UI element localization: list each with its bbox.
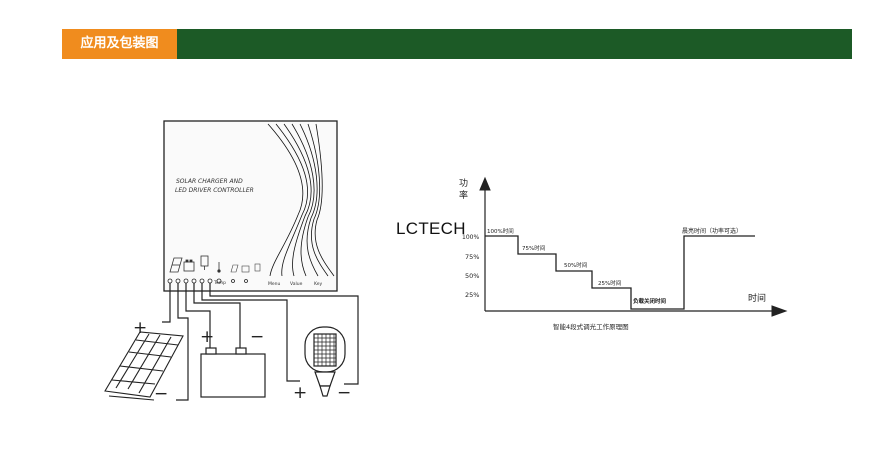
key-label: Key xyxy=(314,281,322,287)
header-bar xyxy=(62,29,852,59)
step-label-morning: 晨亮时间（功率可选） xyxy=(682,227,742,235)
controller-title-line1: SOLAR CHARGER AND xyxy=(176,178,243,185)
step-label-100: 100%时间 xyxy=(487,227,514,235)
lamp-plus-label: + xyxy=(293,383,307,403)
controller-box xyxy=(163,120,338,292)
y-tick-75: 75% xyxy=(465,253,479,261)
chart-caption: 智能4段式调光工作原理图 xyxy=(553,322,629,331)
lamp-icon xyxy=(200,255,209,270)
solar-panel-icon xyxy=(169,257,183,273)
led-lamp-icon xyxy=(304,326,346,397)
temp-label: Temp xyxy=(213,280,226,286)
step-label-75: 75%时间 xyxy=(522,244,545,252)
solar-panel-small-icon xyxy=(230,264,239,273)
battery-minus-label: − xyxy=(250,327,264,347)
lamp-small-icon xyxy=(254,263,261,272)
lctech-watermark: LCTECH xyxy=(396,219,466,238)
y-tick-100: 100% xyxy=(462,234,479,241)
battery-small-icon xyxy=(241,265,250,273)
controller-title-line2: LED DRIVER CONTROLLER xyxy=(175,187,254,194)
lamp-minus-label: − xyxy=(337,383,351,403)
battery-plus-label: + xyxy=(200,327,214,347)
power-chart xyxy=(479,176,788,317)
battery-icon-large xyxy=(200,347,266,398)
y-tick-50: 50% xyxy=(465,272,479,280)
solar-panel-icon-large xyxy=(104,331,184,401)
x-axis-arrow xyxy=(771,305,788,317)
y-tick-25: 25% xyxy=(465,291,479,299)
value-label: Value xyxy=(290,281,303,287)
power-step-line xyxy=(485,235,755,310)
thermometer-icon xyxy=(217,262,221,273)
step-label-25: 25%时间 xyxy=(598,279,621,287)
y-axis-label-bottom: 率 xyxy=(459,189,468,201)
y-axis-label-top: 功 xyxy=(459,178,468,189)
step-label-off: 负载关闭时间 xyxy=(633,297,667,305)
panel-plus-label: + xyxy=(133,318,147,338)
wires xyxy=(162,283,359,401)
y-axis-arrow xyxy=(479,176,491,191)
menu-label: Menu xyxy=(268,281,281,287)
wave-decoration xyxy=(267,123,335,277)
panel-minus-label: − xyxy=(154,384,168,404)
section-title: 应用及包装图 xyxy=(62,29,177,59)
x-axis-label: 时间 xyxy=(748,292,766,304)
battery-icon-1 xyxy=(183,259,195,272)
step-label-50: 50%时间 xyxy=(564,261,587,269)
terminal-row xyxy=(167,278,248,284)
